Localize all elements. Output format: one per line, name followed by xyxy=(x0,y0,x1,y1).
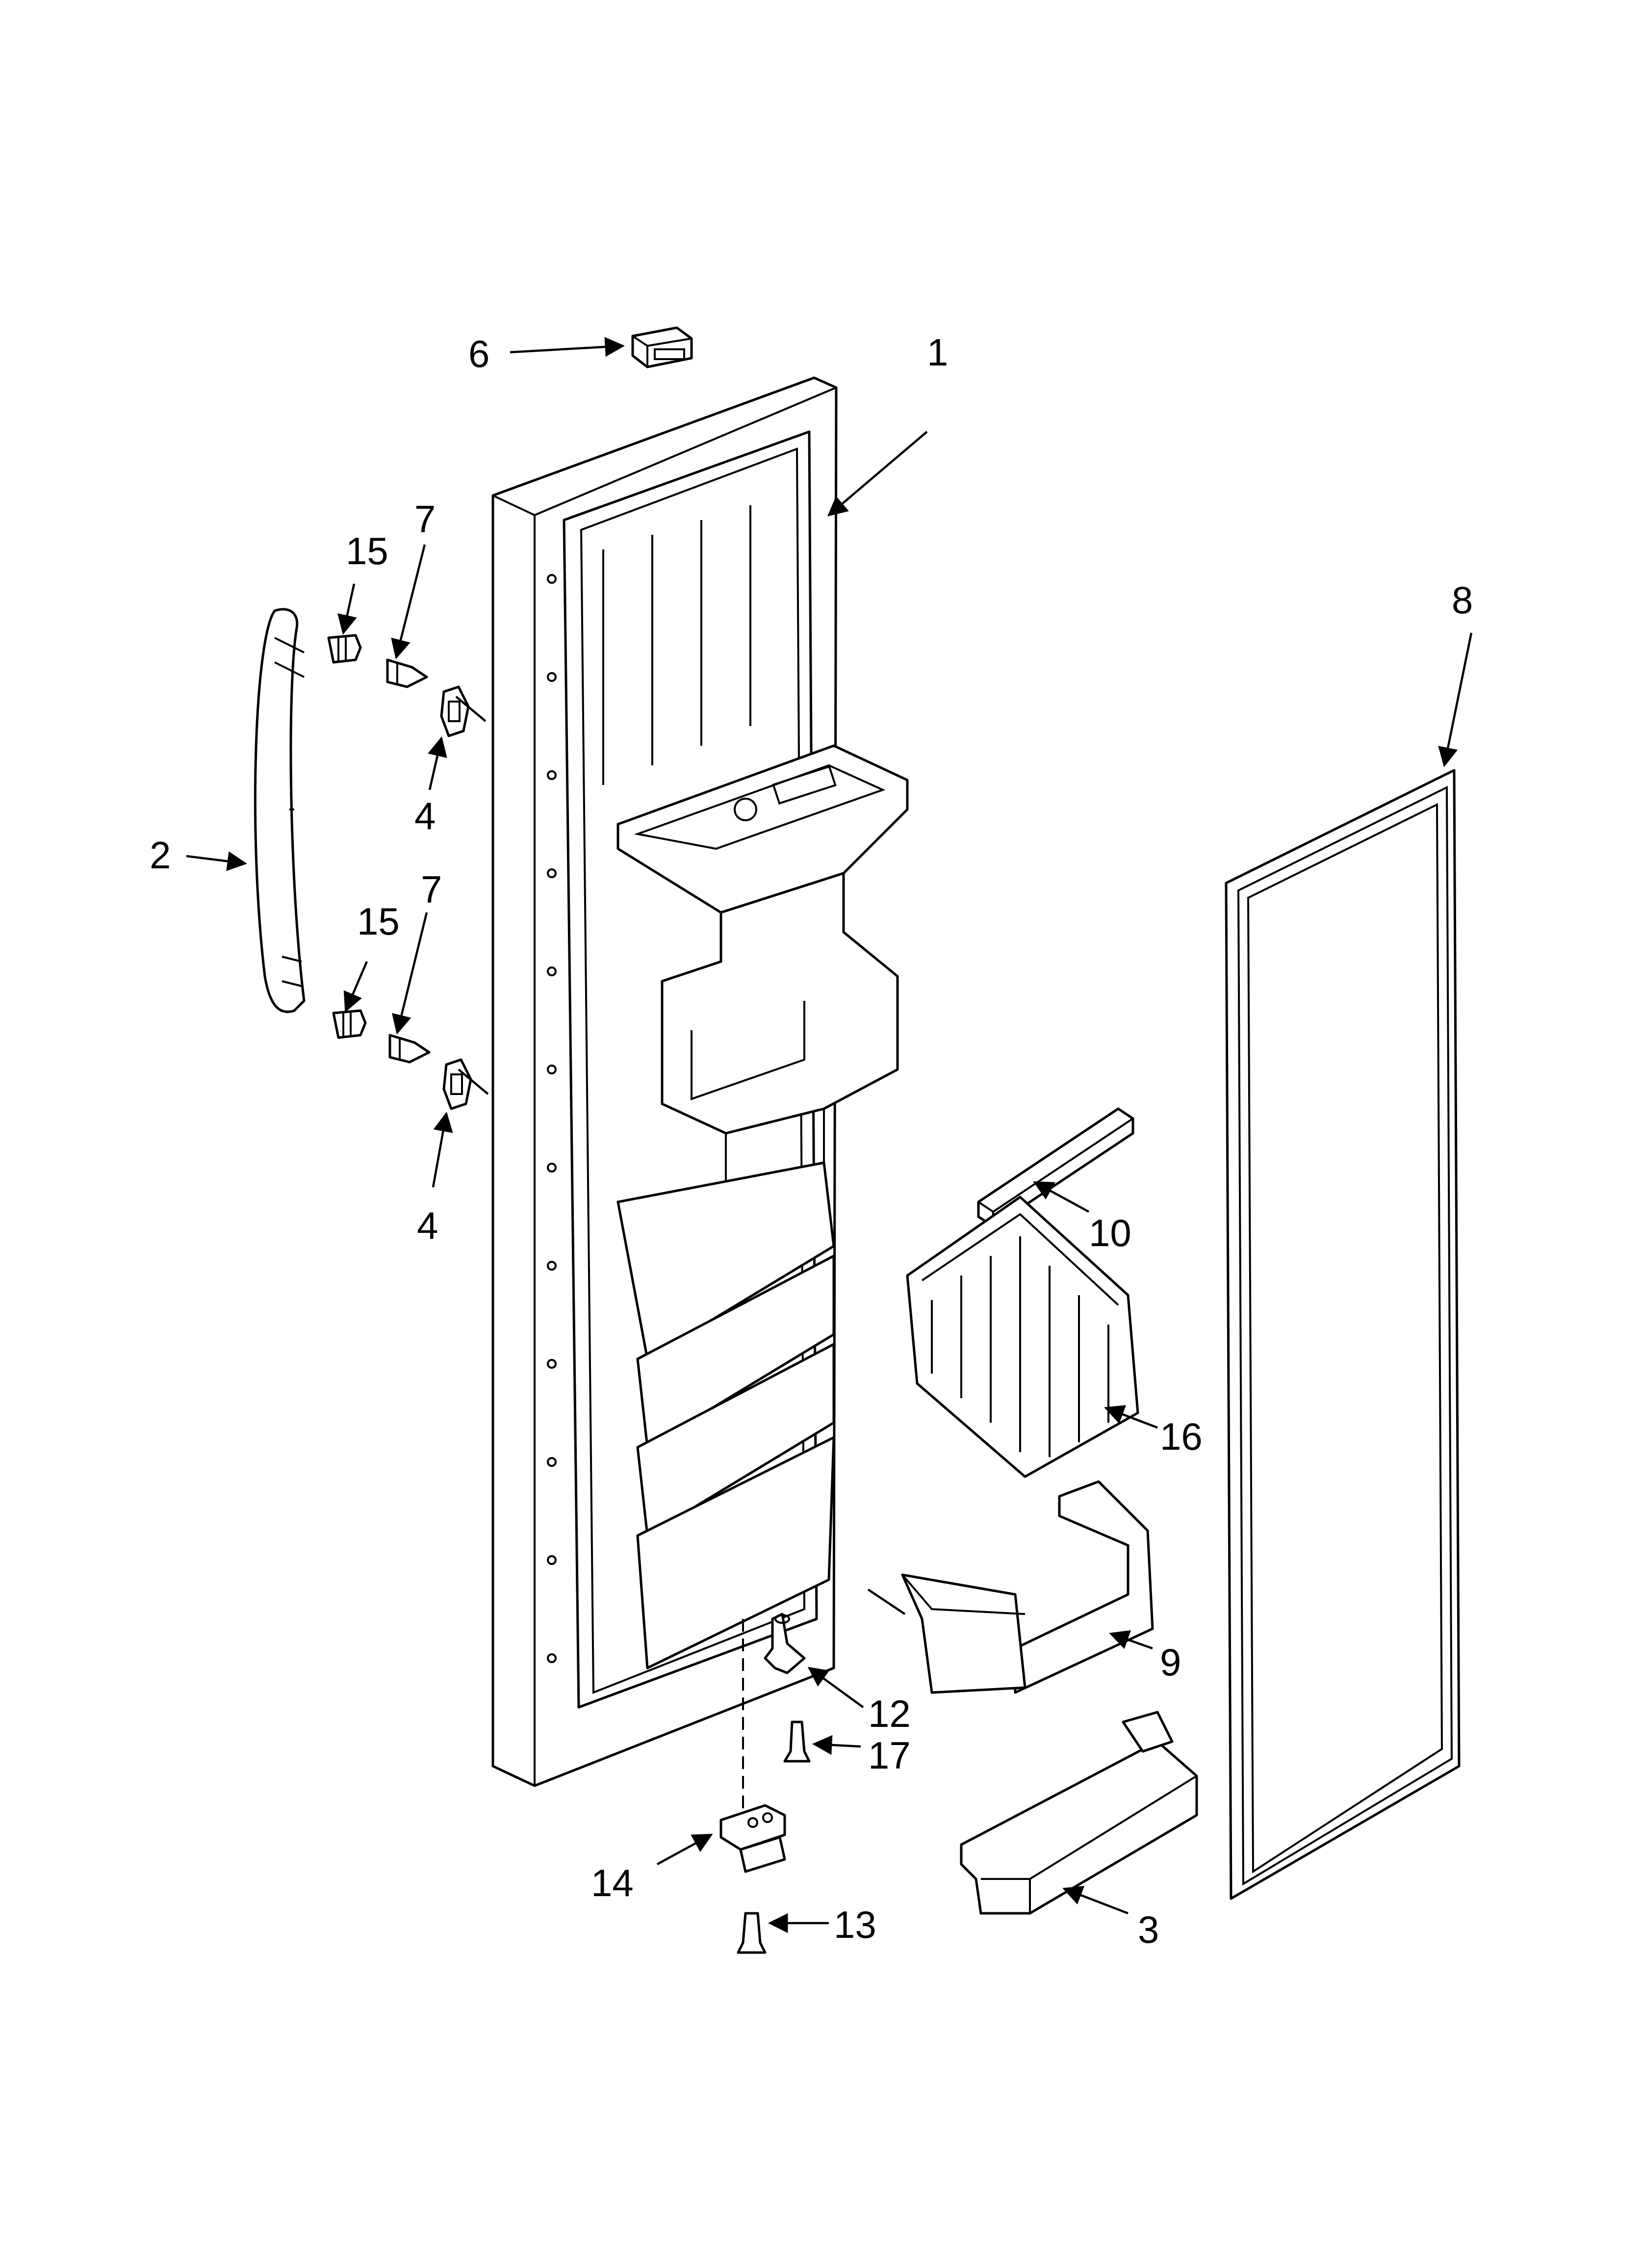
callout-4-upper: 4 xyxy=(414,794,436,837)
callout-1: 1 xyxy=(927,331,948,374)
part-7-bolt-lower xyxy=(388,1034,431,1064)
callout-7-lower: 7 xyxy=(421,868,442,911)
part-16-wire-basket xyxy=(906,1196,1139,1478)
callout-10: 10 xyxy=(1089,1211,1131,1254)
callout-2: 2 xyxy=(150,834,171,877)
part-1-door-assembly xyxy=(491,376,909,1787)
callout-8: 8 xyxy=(1452,578,1473,622)
callout-3: 3 xyxy=(1138,1908,1159,1951)
callout-14: 14 xyxy=(591,1861,634,1904)
part-3-door-shelf xyxy=(960,1711,1198,1915)
callout-12: 12 xyxy=(868,1692,911,1735)
callout-7-upper: 7 xyxy=(414,497,436,541)
callout-6: 6 xyxy=(468,332,489,375)
part-15-screw-upper xyxy=(327,634,362,664)
callout-4-lower: 4 xyxy=(417,1204,438,1247)
part-12-hinge-pin xyxy=(764,1613,806,1674)
callout-13: 13 xyxy=(834,1903,876,1946)
callout-17: 17 xyxy=(868,1734,911,1777)
part-8-door-gasket xyxy=(1225,769,1461,1900)
callout-16: 16 xyxy=(1160,1415,1203,1458)
door-frame-holes xyxy=(547,574,557,1663)
callout-15-lower: 15 xyxy=(357,900,400,943)
part-9-dispenser-bin xyxy=(901,1480,1154,1694)
part-4-clip-upper xyxy=(440,685,470,737)
part-13-screw xyxy=(737,1912,767,1954)
part-4-clip-lower xyxy=(442,1058,472,1110)
part-7-bolt-upper xyxy=(386,658,428,688)
part-2-handle xyxy=(254,608,306,1013)
part-15-screw-lower xyxy=(332,1009,367,1039)
part-17-screw xyxy=(783,1721,811,1763)
callout-15-upper: 15 xyxy=(346,529,388,573)
callout-9: 9 xyxy=(1160,1641,1181,1684)
part-6-top-cap xyxy=(631,326,693,368)
part-14-hinge-bracket xyxy=(719,1804,786,1873)
leader-lines xyxy=(186,337,1473,1933)
callout-labels: 6 1 15 7 8 4 2 15 7 10 4 16 9 12 17 14 1… xyxy=(150,331,1473,1951)
